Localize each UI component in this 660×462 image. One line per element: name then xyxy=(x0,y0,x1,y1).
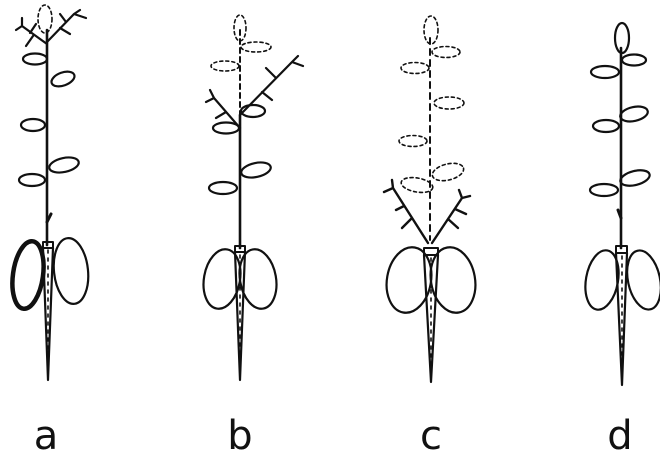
leaf xyxy=(209,182,237,194)
removed-leaf xyxy=(211,61,239,71)
leaf xyxy=(19,174,45,186)
lateral-branch-left xyxy=(384,180,428,243)
seedling-a xyxy=(8,5,91,380)
removed-leaf xyxy=(401,63,429,74)
leaf xyxy=(591,66,619,78)
seedling-c xyxy=(382,16,481,382)
cotyledon-right xyxy=(51,236,92,305)
seedling-b xyxy=(199,15,303,380)
panel-label-c: c xyxy=(411,416,451,456)
leaf xyxy=(622,55,646,66)
removed-leaf xyxy=(432,47,460,58)
leaf xyxy=(619,168,651,189)
removed-leaf xyxy=(431,160,466,183)
panel-label-a: a xyxy=(26,416,66,456)
leaf xyxy=(213,123,239,134)
leaf xyxy=(619,104,649,124)
removed-apical-bud xyxy=(38,5,52,33)
lateral-branch-right xyxy=(47,10,86,42)
seedling-d xyxy=(581,23,660,385)
cotyledon-left xyxy=(8,239,47,311)
panel-label-b: b xyxy=(220,416,260,456)
leaf xyxy=(50,69,77,89)
leaf xyxy=(23,54,47,65)
cotyledon-left xyxy=(199,246,245,311)
removed-leaf xyxy=(434,97,464,109)
leaf xyxy=(590,184,618,196)
cotyledon-right xyxy=(235,246,281,311)
panel-label-d: d xyxy=(600,416,640,456)
leaf xyxy=(593,120,619,132)
lateral-branch-right xyxy=(432,190,470,243)
leaf xyxy=(21,119,45,131)
removed-leaf xyxy=(241,42,271,52)
removed-leaf xyxy=(400,175,434,194)
removed-apical-bud xyxy=(234,15,246,41)
leaf xyxy=(240,160,272,180)
removed-leaf xyxy=(399,136,427,147)
leaf xyxy=(48,155,80,175)
